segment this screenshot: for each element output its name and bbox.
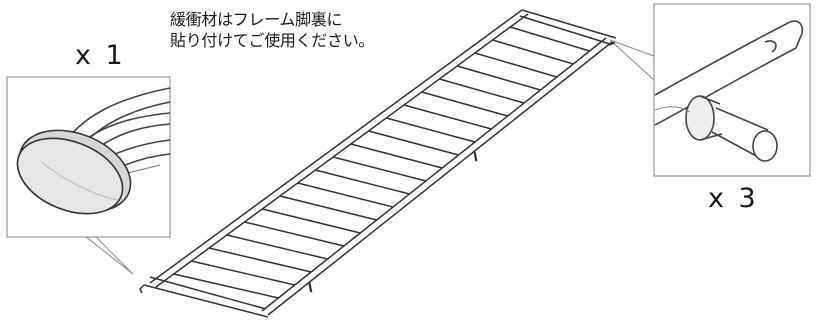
frame-front-rail-inner xyxy=(261,37,607,312)
right-callout-box xyxy=(653,3,811,177)
frame-end-bar-near xyxy=(143,276,269,318)
left-callout xyxy=(6,76,171,275)
quantity-label-left: x 1 xyxy=(75,40,126,71)
frame-rung xyxy=(315,169,410,195)
instruction-line-1: 緩衝材はフレーム脚裏に xyxy=(170,10,343,29)
left-callout-pointer xyxy=(84,235,134,275)
frame-foot-pin xyxy=(308,282,313,293)
frame-foot-pin xyxy=(608,41,615,46)
frame-rung xyxy=(386,117,476,143)
frame-rung xyxy=(456,65,541,91)
frame-rung xyxy=(510,26,590,52)
frame-rung xyxy=(244,221,345,247)
frame-rung xyxy=(368,130,459,156)
frame-rung xyxy=(350,143,443,169)
right-callout xyxy=(609,3,811,177)
frame-rung xyxy=(492,39,574,65)
cushion-pad-icon xyxy=(16,129,132,215)
frame-back-rail xyxy=(149,9,523,284)
bed-frame-ladder xyxy=(139,9,617,318)
frame-rung xyxy=(474,52,558,78)
frame-rung xyxy=(421,91,508,117)
frame-rung xyxy=(332,156,426,182)
frame-rung xyxy=(226,234,328,260)
frame-rung xyxy=(262,208,361,234)
frame-foot-pin xyxy=(473,150,478,162)
frame-rung xyxy=(191,260,295,286)
frame-rung xyxy=(297,182,394,208)
instruction-line-2: 貼り付けてご使用ください。 xyxy=(170,31,375,50)
frame-back-rail-inner xyxy=(155,13,529,288)
frame-rung xyxy=(439,78,525,104)
instruction-text: 緩衝材はフレーム脚裏に 貼り付けてご使用ください。 xyxy=(170,9,374,51)
quantity-label-right: x 3 xyxy=(708,183,759,214)
tube-end-closeup xyxy=(654,20,804,162)
frame-rung xyxy=(279,195,377,221)
frame-end-bar-far xyxy=(519,9,617,45)
frame-rung xyxy=(403,104,492,130)
frame-front-rail xyxy=(267,41,613,316)
frame-hook xyxy=(139,284,145,294)
frame-rung xyxy=(208,247,312,273)
frame-rung xyxy=(173,273,279,299)
right-callout-pointer xyxy=(609,39,655,81)
